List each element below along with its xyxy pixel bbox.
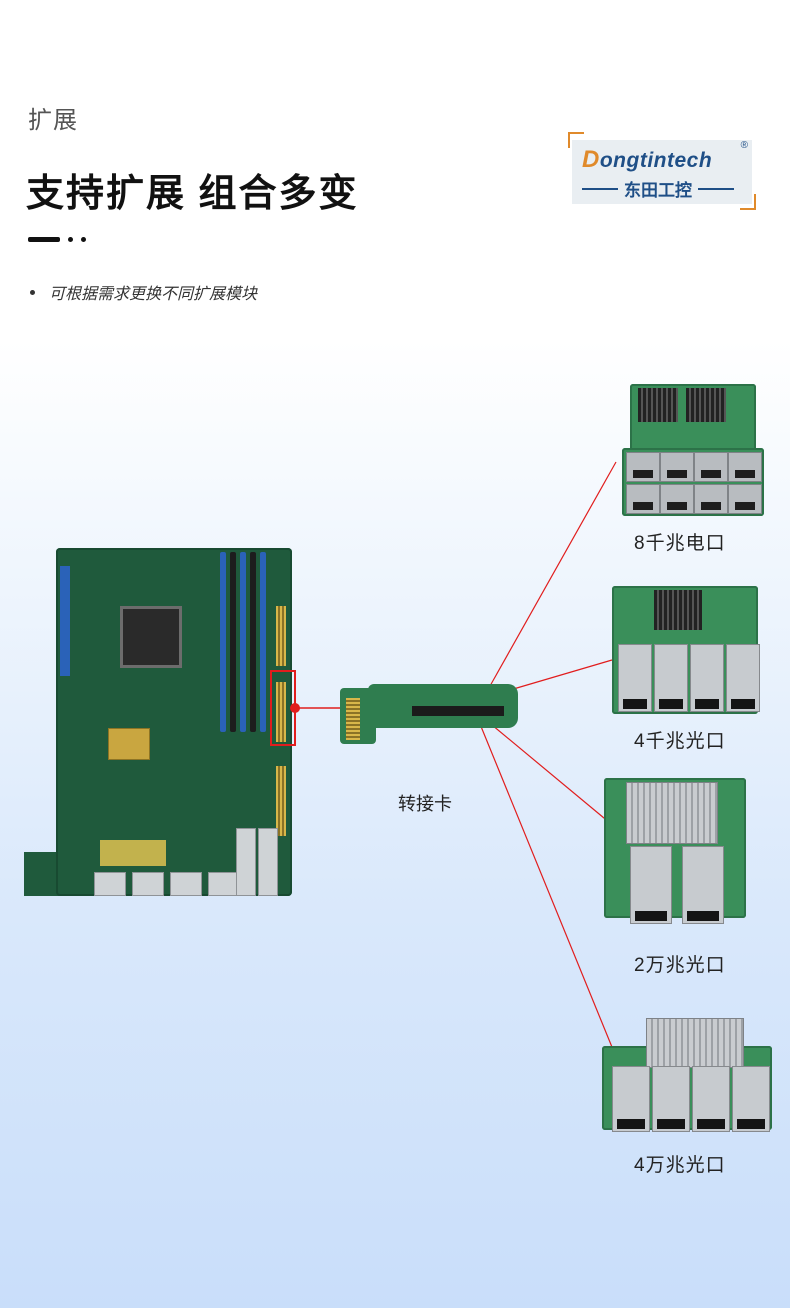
module-label-4-10g-sfp: 4万兆光口 xyxy=(634,1155,726,1176)
connector-riser-to-8ge xyxy=(489,461,617,687)
cpu-socket xyxy=(120,606,182,668)
registered-mark: ® xyxy=(740,140,748,151)
riser-card-label: 转接卡 xyxy=(398,794,452,814)
connector-riser-to-4gsfp xyxy=(509,659,613,691)
brand-logo: Dongtintech ® 东田工控 xyxy=(568,132,758,210)
feature-bullet: 可根据需求更换不同扩展模块 xyxy=(30,280,257,304)
section-label: 扩展 xyxy=(28,107,78,134)
bullet-dot-icon xyxy=(30,289,35,295)
riser-card-image xyxy=(340,680,520,748)
feature-bullet-text: 可根据需求更换不同扩展模块 xyxy=(49,286,258,303)
module-4-10g-sfp-image xyxy=(602,1016,772,1132)
connector-riser-to-2x10g xyxy=(485,719,617,829)
module-label-8-gigabit-rj45: 8千兆电口 xyxy=(634,533,726,554)
connector-riser-to-4x10g xyxy=(479,723,615,1053)
logo-text-cn: 东田工控 xyxy=(582,176,734,201)
motherboard-image xyxy=(24,546,292,898)
module-label-2-10g-sfp: 2万兆光口 xyxy=(634,955,726,976)
module-4-gigabit-sfp-image xyxy=(606,578,762,718)
module-label-4-gigabit-sfp: 4千兆光口 xyxy=(634,731,726,752)
logo-text-en: Dongtintech xyxy=(582,146,713,173)
module-8-gigabit-rj45-image xyxy=(618,384,764,520)
module-2-10g-sfp-image xyxy=(600,778,748,928)
title-decoration xyxy=(28,236,86,242)
pcie-slot-marker xyxy=(290,703,300,713)
page-title: 支持扩展 组合多变 xyxy=(26,173,359,215)
